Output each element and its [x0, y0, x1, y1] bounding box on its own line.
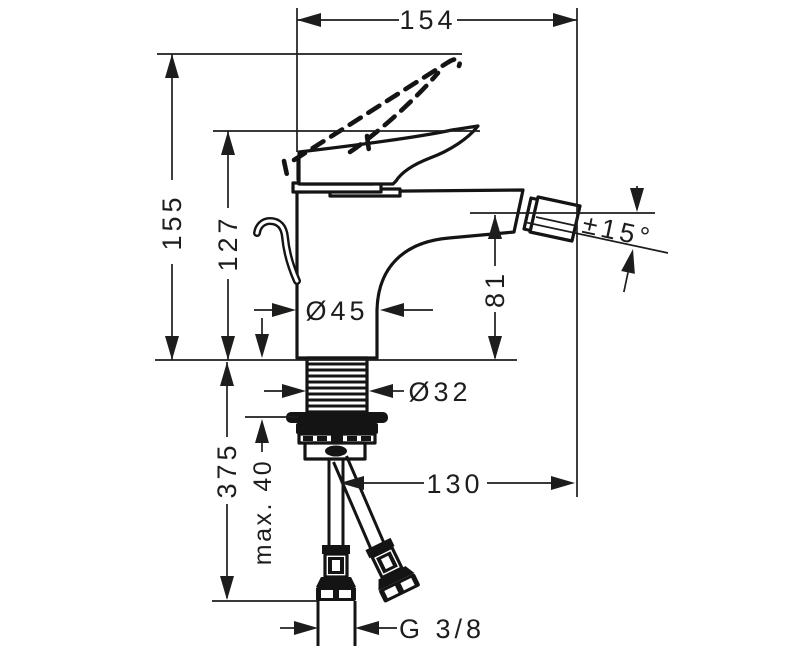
dim-max40-label: max. 40	[249, 459, 277, 565]
aerator	[522, 195, 582, 243]
dim-max40: max. 40	[245, 318, 298, 565]
dim-81: 81	[470, 212, 655, 360]
popup-rod	[253, 216, 301, 285]
mounting-hardware	[286, 412, 388, 461]
faucet-handle-open-dashed	[281, 56, 463, 178]
shank-thread	[305, 356, 369, 414]
supply-hose-vertical	[314, 459, 358, 646]
dim-dia45: Ø45	[254, 296, 433, 326]
dim-155: 155	[157, 53, 462, 360]
dim-375-label: 375	[212, 441, 242, 498]
dim-154-label: 154	[399, 5, 456, 35]
dim-g38-label: G 3/8	[399, 614, 485, 644]
supply-hose-angled	[332, 455, 423, 605]
dim-130-label: 130	[426, 469, 483, 499]
dim-155-label: 155	[157, 193, 187, 250]
dim-81-label: 81	[480, 270, 510, 308]
dim-154: 154	[296, 5, 578, 497]
dim-g38: G 3/8	[280, 614, 485, 644]
dim-dia32-label: Ø32	[408, 377, 471, 407]
dim-127-label: 127	[213, 214, 243, 271]
dim-127: 127	[213, 130, 480, 360]
dim-angle15-label: ±15°	[580, 209, 656, 253]
lever-blade	[297, 124, 480, 186]
dim-375: 375	[212, 362, 318, 602]
faucet-body	[291, 181, 525, 360]
faucet-handle	[296, 124, 480, 186]
dim-130: 130	[340, 469, 575, 499]
dim-dia32: Ø32	[264, 377, 471, 407]
dim-dia45-label: Ø45	[305, 296, 368, 326]
